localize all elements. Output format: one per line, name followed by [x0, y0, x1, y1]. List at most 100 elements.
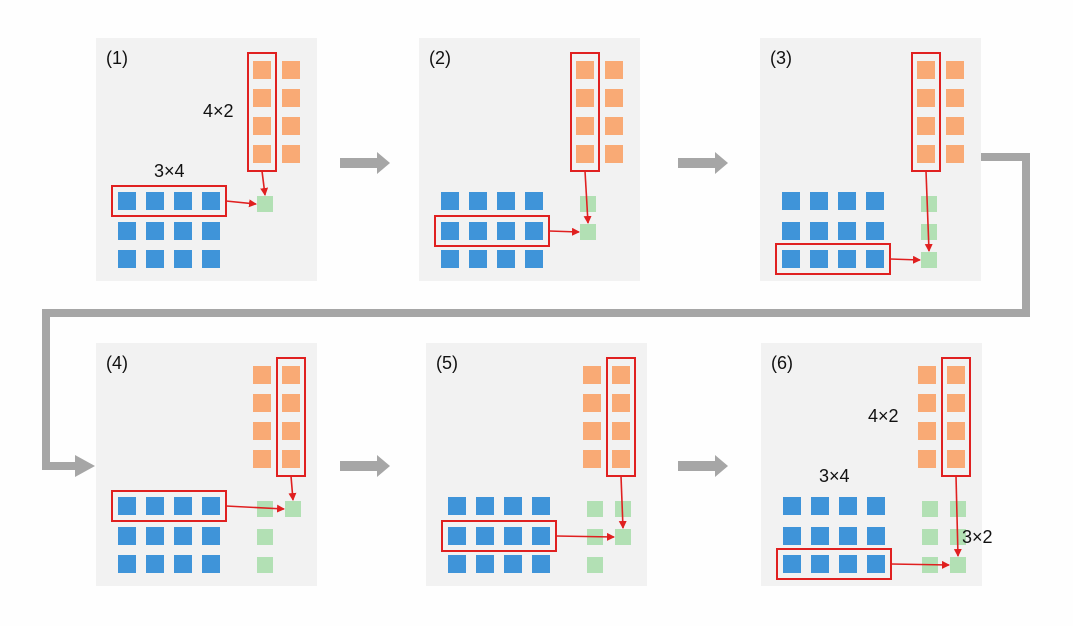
- matrix-c-cell-r3c1: [921, 252, 937, 268]
- row-to-result-arrow: [889, 255, 921, 264]
- matrix-a-cell-r1c3: [174, 192, 192, 210]
- matrix-b-cell-r1c1: [253, 61, 271, 79]
- step-panel-6: (6)3×44×23×2: [761, 343, 993, 586]
- matrix-b-cell-r2c2: [946, 89, 964, 107]
- step-panel-4: (4): [96, 343, 317, 586]
- matrix-b: [253, 366, 300, 468]
- row-wrap-arrowhead: [75, 455, 95, 477]
- matrix-a-cell-r2c3: [174, 527, 192, 545]
- matrix-b-cell-r4c1: [253, 450, 271, 468]
- matrix-b-cell-r2c2: [612, 394, 630, 412]
- matrix-a-cell-r2c1: [118, 527, 136, 545]
- matrix-a-cell-r2c4: [202, 527, 220, 545]
- matrix-a-cell-r1c4: [867, 497, 885, 515]
- matrix-c: [921, 196, 937, 268]
- matrix-b: [576, 61, 623, 163]
- panel-background: [96, 343, 317, 586]
- matrix-a-cell-r3c1: [782, 250, 800, 268]
- matrix-a-cell-r2c3: [838, 222, 856, 240]
- step-label: (4): [106, 353, 128, 373]
- matrix-a-cell-r1c3: [497, 192, 515, 210]
- step-label: (1): [106, 48, 128, 68]
- panel-background: [761, 343, 982, 586]
- matrix-a-cell-r1c1: [441, 192, 459, 210]
- matrix-b-cell-r2c1: [576, 89, 594, 107]
- matrix-a-cell-r2c1: [448, 527, 466, 545]
- matrix-a-cell-r3c3: [839, 555, 857, 573]
- matrix-a-cell-r1c2: [811, 497, 829, 515]
- matrix-a-cell-r2c4: [525, 222, 543, 240]
- matrix-a-cell-r1c4: [866, 192, 884, 210]
- matrix-b-cell-r2c2: [282, 89, 300, 107]
- column-to-result-arrow: [953, 475, 962, 557]
- matrix-a-cell-r3c2: [476, 555, 494, 573]
- matrix-a-cell-r1c2: [146, 497, 164, 515]
- matrix-c-cell-r2c2: [615, 529, 631, 545]
- matrix-b-cell-r3c2: [282, 422, 300, 440]
- matrix-a-cell-r1c2: [810, 192, 828, 210]
- matrix-c-cell-r3c1: [257, 557, 273, 573]
- row-wrap-connector: [42, 153, 1030, 470]
- result-dim-label: 3×2: [962, 527, 993, 547]
- matrix-b-cell-r1c1: [583, 366, 601, 384]
- row-to-result-arrow: [555, 532, 615, 541]
- column-to-result-arrow: [924, 170, 933, 252]
- matrix-a-cell-r1c3: [504, 497, 522, 515]
- matrix-a: [783, 497, 885, 573]
- matrix-c-cell-r1c1: [257, 501, 273, 517]
- matrix-a-cell-r2c3: [174, 222, 192, 240]
- matrix-a-cell-r3c1: [441, 250, 459, 268]
- matrix-a-cell-r1c1: [118, 192, 136, 210]
- matrix-a-cell-r1c2: [146, 192, 164, 210]
- matrix-b-cell-r3c2: [946, 117, 964, 135]
- panel-background: [760, 38, 981, 281]
- flow-arrows: [42, 152, 1030, 477]
- matrix-b-cell-r1c2: [946, 61, 964, 79]
- matrix-a-cell-r3c1: [118, 555, 136, 573]
- matrix-a: [441, 192, 543, 268]
- matrix-a-cell-r2c1: [118, 222, 136, 240]
- matrix-a-cell-r1c1: [782, 192, 800, 210]
- matrix-a-cell-r3c2: [811, 555, 829, 573]
- matrix-a-cell-r1c4: [532, 497, 550, 515]
- matrix-c-cell-r2c1: [922, 529, 938, 545]
- matrix-b-cell-r4c2: [947, 450, 965, 468]
- matrix-a-cell-r2c3: [839, 527, 857, 545]
- matrix-c: [587, 501, 631, 573]
- matrix-a-cell-r2c2: [146, 527, 164, 545]
- matrix-b-dim-label: 4×2: [203, 101, 234, 121]
- matrix-c-cell-r1c2: [950, 501, 966, 517]
- matrix-b-cell-r3c1: [576, 117, 594, 135]
- matrix-c-cell-r1c1: [921, 196, 937, 212]
- step-label: (3): [770, 48, 792, 68]
- matrix-a: [782, 192, 884, 268]
- matrix-b-cell-r1c2: [282, 366, 300, 384]
- matrix-a-cell-r2c4: [202, 222, 220, 240]
- matrix-b-cell-r3c2: [947, 422, 965, 440]
- matrix-c: [257, 501, 301, 573]
- matrix-b-cell-r1c1: [917, 61, 935, 79]
- row-to-result-arrow: [225, 504, 285, 513]
- flow-arrow: [340, 152, 390, 174]
- matrix-a-cell-r2c4: [867, 527, 885, 545]
- matrix-a-cell-r3c3: [497, 250, 515, 268]
- matrix-c-cell-r2c1: [580, 224, 596, 240]
- row-to-result-arrow: [548, 227, 580, 236]
- matrix-a: [118, 497, 220, 573]
- matrix-b-cell-r3c1: [917, 117, 935, 135]
- column-to-result-arrow: [618, 475, 627, 529]
- matrix-b-cell-r1c2: [282, 61, 300, 79]
- matrix-a-cell-r3c2: [469, 250, 487, 268]
- flow-arrow: [340, 455, 390, 477]
- matrix-a-cell-r2c4: [866, 222, 884, 240]
- matrix-b-cell-r4c1: [576, 145, 594, 163]
- matrix-b-cell-r2c1: [583, 394, 601, 412]
- step-panel-5: (5): [426, 343, 647, 586]
- panel-background: [426, 343, 647, 586]
- matrix-a-dim-label: 3×4: [154, 161, 185, 181]
- matrix-a-cell-r1c3: [174, 497, 192, 515]
- matrix-b-cell-r1c2: [605, 61, 623, 79]
- matrix-b-cell-r4c1: [583, 450, 601, 468]
- matrix-a-cell-r3c1: [783, 555, 801, 573]
- matrix-a-cell-r3c3: [174, 555, 192, 573]
